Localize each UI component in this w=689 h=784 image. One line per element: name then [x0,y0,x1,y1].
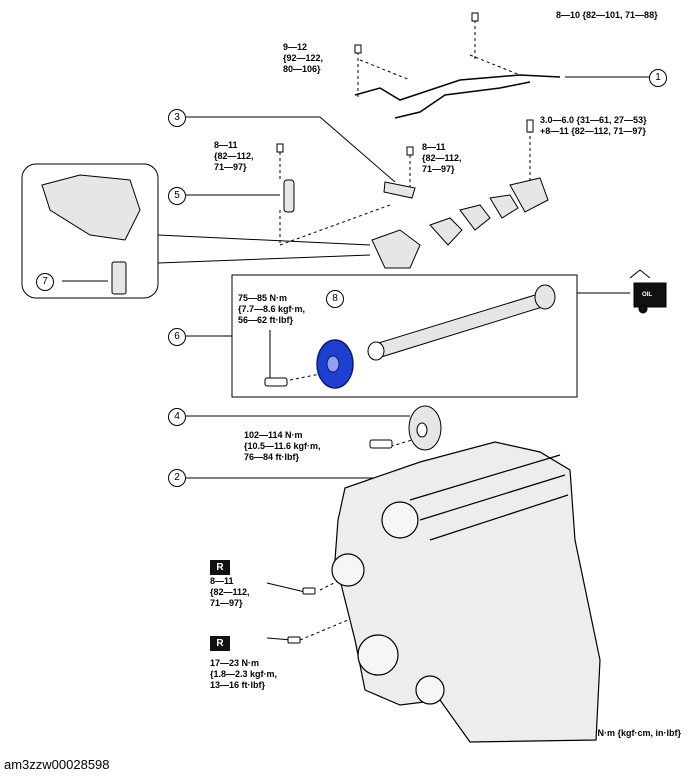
torque-label-sprocket: 75—85 N·m {7.7—8.6 kgf·m, 56—62 ft·lbf} [238,293,306,325]
torque-label-r2: 17—23 N·m {1.8—2.3 kgf·m, 13—16 ft·lbf} [210,658,278,690]
torque-label-cam-cap: 3.0—6.0 {31—61, 27—53} +8—11 {82—112, 71… [540,115,647,136]
figure-id: am3zzw00028598 [4,757,110,772]
oil-can-icon [629,269,667,314]
torque-label-top-left: 9—12 {92—122, 80—106} [283,42,324,74]
replace-badge-1: R [210,560,230,575]
torque-label-center-bolt: 8—11 {82—112, 71—97} [422,142,462,174]
torque-label-gear: 102—114 N·m {10.5—11.6 kgf·m, 76—84 ft·l… [244,430,321,462]
camshaft-sprocket-highlight [316,339,354,389]
callout-3: 3 [168,109,186,127]
units-note: N·m {kgf·cm, in·lbf} [597,728,681,738]
callout-4: 4 [168,408,186,426]
callout-1: 1 [649,69,667,87]
torque-label-solenoid: 8—11 {82—112, 71—97} [214,140,254,172]
inset-box [21,163,159,299]
replace-badge-2: R [210,636,230,651]
torque-label-top-right: 8—10 {82—101, 71—88} [556,10,658,20]
callout-6: 6 [168,328,186,346]
callout-2: 2 [168,469,186,487]
callout-8: 8 [326,290,344,308]
oil-label: OIL [642,292,652,298]
callout-7: 7 [36,273,54,291]
callout-5: 5 [168,187,186,205]
torque-label-r1: 8—11 {82—112, 71—97} [210,576,250,608]
